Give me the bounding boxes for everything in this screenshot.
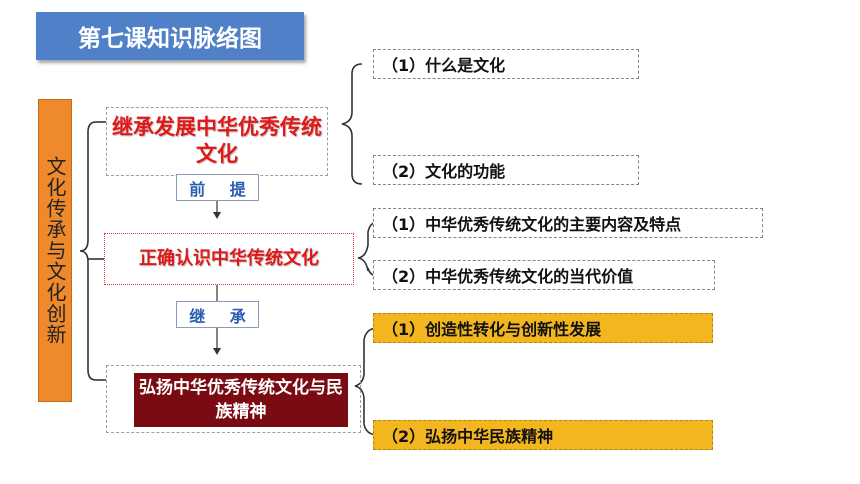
link-inherit-char-2: 承 (229, 306, 246, 326)
node-inherit-develop: 继承发展中华优秀传统文化 (106, 107, 328, 176)
node-inherit-develop-label: 继承发展中华优秀传统文化 (112, 115, 322, 166)
item-content-features: （1）中华优秀传统文化的主要内容及特点 (373, 208, 763, 238)
node-correct-understanding-label: 正确认识中华传统文化 (139, 248, 319, 269)
item-contemporary-value: （2）中华优秀传统文化的当代价值 (373, 260, 715, 290)
link-premise: 前 提 (176, 174, 259, 201)
link-inherit: 继 承 (176, 301, 259, 328)
link-premise-char-1: 前 (189, 179, 206, 199)
node-correct-understanding: 正确认识中华传统文化 (104, 233, 354, 285)
link-premise-char-2: 提 (229, 179, 246, 199)
node-promote (106, 365, 361, 433)
item-culture-function: （2）文化的功能 (373, 155, 639, 185)
item-creative-transformation: （1）创造性转化与创新性发展 (373, 313, 713, 343)
node-promote-label: 弘扬中华优秀传统文化与民族精神 (134, 373, 348, 427)
item-national-spirit: （2）弘扬中华民族精神 (373, 420, 713, 450)
item-what-is-culture: （1）什么是文化 (373, 49, 639, 79)
link-inherit-char-1: 继 (189, 306, 206, 326)
side-label: 文化传承与文化创新 (38, 99, 72, 402)
page-title: 第七课知识脉络图 (36, 12, 304, 60)
